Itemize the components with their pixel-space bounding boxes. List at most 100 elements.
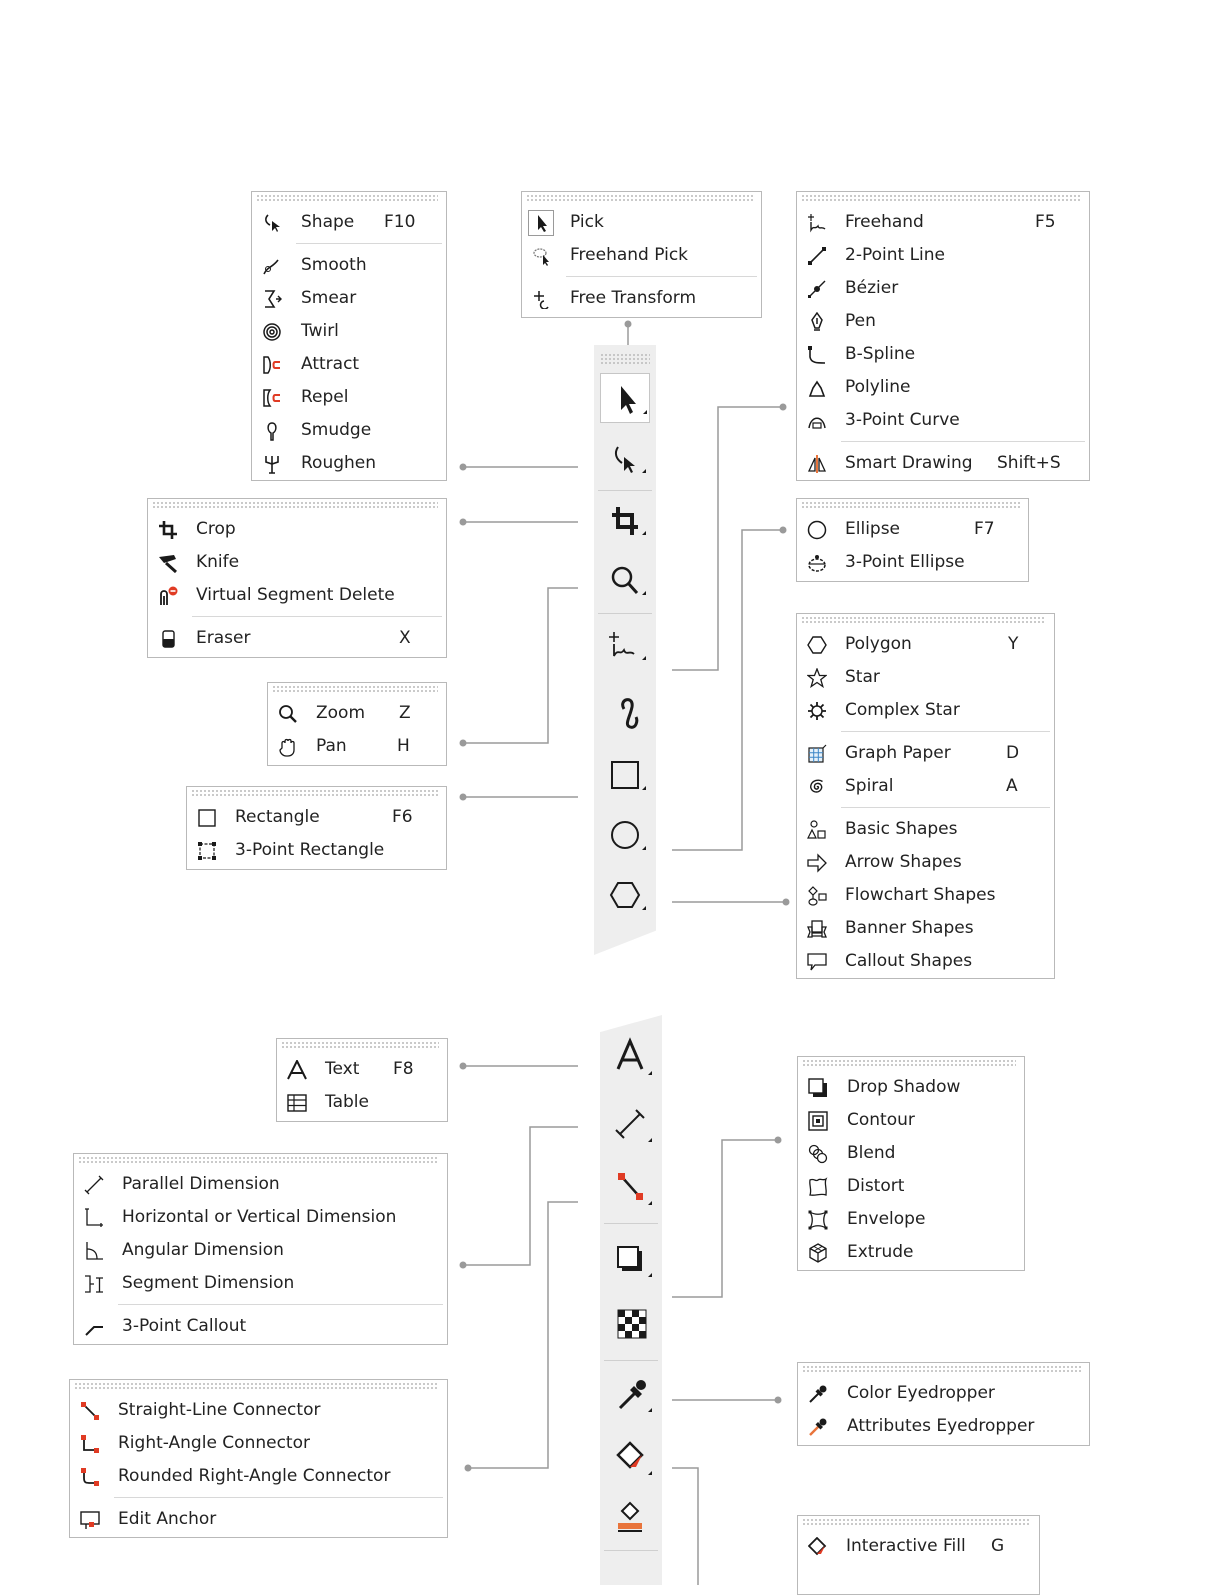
flyout-item-edit-anchor[interactable]: Edit Anchor: [70, 1504, 447, 1534]
freehand-tool-button[interactable]: [600, 620, 650, 670]
flyout-item-envelope[interactable]: Envelope: [798, 1204, 1024, 1234]
flyout-item-smudge[interactable]: Smudge: [252, 415, 446, 445]
eyedropper-tool-button[interactable]: [606, 1370, 656, 1420]
flyout-item-ellipse[interactable]: Ellipse F7: [797, 514, 1028, 544]
flyout-item-twirl[interactable]: Twirl: [252, 316, 446, 346]
shape-tool-button[interactable]: [600, 433, 650, 483]
freehand-icon: [609, 632, 646, 660]
flyout-item-basic-shapes[interactable]: Basic Shapes: [797, 814, 1054, 844]
flyout-item-complex-star[interactable]: Complex Star: [797, 695, 1054, 725]
flyout-item-3-point-callout[interactable]: 3-Point Callout: [74, 1311, 447, 1341]
flyout-item-right-angle-connector[interactable]: Right-Angle Connector: [70, 1428, 447, 1458]
polygon-tool-button[interactable]: [600, 870, 650, 920]
flyout-item-smear[interactable]: Smear: [252, 283, 446, 313]
crop-tool-button[interactable]: [600, 495, 650, 545]
flyout-item-3-point-rectangle[interactable]: 3-Point Rectangle: [187, 835, 446, 865]
flyout-item-label: Graph Paper: [845, 743, 951, 763]
flyout-item-drop-shadow[interactable]: Drop Shadow: [798, 1072, 1024, 1102]
pick-arrow-icon: [621, 386, 647, 414]
flyout-item-pan[interactable]: Pan H: [268, 731, 446, 761]
flyout-item-contour[interactable]: Contour: [798, 1105, 1024, 1135]
interactive-fill-tool-button[interactable]: [606, 1433, 656, 1483]
crop-icon: [612, 507, 646, 535]
drop-shadow-tool-button[interactable]: [606, 1235, 656, 1285]
flyout-item-flowchart-shapes[interactable]: Flowchart Shapes: [797, 880, 1054, 910]
flyout-item-crop[interactable]: Crop: [148, 514, 446, 544]
flyout-item-bezier[interactable]: Bézier: [797, 273, 1089, 303]
flyout-item-3-point-ellipse[interactable]: 3-Point Ellipse: [797, 547, 1028, 577]
interactive-fill-icon: [808, 1537, 827, 1556]
flyout-item-pen[interactable]: Pen: [797, 306, 1089, 336]
flyout-item-zoom[interactable]: Zoom Z: [268, 698, 446, 728]
eyedropper-tools-flyout: Color Eyedropper Attributes Eyedropper: [797, 1362, 1090, 1446]
flyout-item-distort[interactable]: Distort: [798, 1171, 1024, 1201]
polygon-icon: [807, 636, 827, 654]
shortcut-label: F10: [384, 212, 416, 232]
flyout-item-freehand[interactable]: Freehand F5: [797, 207, 1089, 237]
flyout-item-shape[interactable]: Shape F10: [252, 207, 446, 237]
flyout-item-spiral[interactable]: Spiral A: [797, 771, 1054, 801]
flyout-item-repel[interactable]: Repel: [252, 382, 446, 412]
angular-dimension-icon: [86, 1242, 103, 1260]
smart-fill-tool-button[interactable]: [606, 1493, 656, 1543]
flyout-item-eraser[interactable]: Eraser X: [148, 623, 446, 653]
horizontal-vertical-dimension-icon: [85, 1208, 103, 1227]
flyout-item-text[interactable]: Text F8: [277, 1054, 447, 1084]
ellipse-icon: [611, 821, 646, 850]
shape-tools-flyout: Shape F10 Smooth Smear Twirl Attract Rep…: [251, 191, 447, 481]
flyout-item-attributes-eyedropper[interactable]: Attributes Eyedropper: [798, 1411, 1089, 1441]
flyout-item-label: Parallel Dimension: [122, 1174, 280, 1194]
flyout-item-pick[interactable]: Pick: [522, 207, 761, 237]
flyout-item-rectangle[interactable]: Rectangle F6: [187, 802, 446, 832]
flyout-item-3-point-curve[interactable]: 3-Point Curve: [797, 405, 1089, 435]
flyout-item-straight-line-connector[interactable]: Straight-Line Connector: [70, 1395, 447, 1425]
two-point-line-icon: [808, 247, 826, 265]
flyout-item-b-spline[interactable]: B-Spline: [797, 339, 1089, 369]
flyout-item-label: Contour: [847, 1110, 915, 1130]
flyout-item-color-eyedropper[interactable]: Color Eyedropper: [798, 1378, 1089, 1408]
flyout-item-virtual-segment-delete[interactable]: Virtual Segment Delete: [148, 580, 446, 610]
pick-tool-button[interactable]: [600, 373, 650, 423]
flyout-item-smooth[interactable]: Smooth: [252, 250, 446, 280]
flyout-item-2-point-line[interactable]: 2-Point Line: [797, 240, 1089, 270]
rectangle-tool-button[interactable]: [600, 750, 650, 800]
dimension-tool-button[interactable]: [606, 1100, 656, 1150]
text-tool-button[interactable]: [606, 1031, 656, 1081]
flyout-item-graph-paper[interactable]: Graph Paper D: [797, 738, 1054, 768]
flyout-item-extrude[interactable]: Extrude: [798, 1237, 1024, 1267]
flyout-item-segment-dimension[interactable]: Segment Dimension: [74, 1268, 447, 1298]
flyout-item-banner-shapes[interactable]: Banner Shapes: [797, 913, 1054, 943]
flyout-item-label: 3-Point Rectangle: [235, 840, 385, 860]
flyout-item-horizontal-vertical-dimension[interactable]: Horizontal or Vertical Dimension: [74, 1202, 447, 1232]
flyout-item-polygon[interactable]: Polygon Y: [797, 629, 1054, 659]
flyout-item-parallel-dimension[interactable]: Parallel Dimension: [74, 1169, 447, 1199]
flyout-item-smart-drawing[interactable]: Smart Drawing Shift+S: [797, 448, 1089, 478]
flyout-item-free-transform[interactable]: Free Transform: [522, 283, 761, 313]
flyout-item-freehand-pick[interactable]: Freehand Pick: [522, 240, 761, 270]
ellipse-tool-button[interactable]: [600, 810, 650, 860]
toolbox-grip[interactable]: [600, 353, 650, 365]
flyout-item-rounded-right-angle-connector[interactable]: Rounded Right-Angle Connector: [70, 1461, 447, 1491]
zoom-tool-button[interactable]: [600, 555, 650, 605]
flyout-item-blend[interactable]: Blend: [798, 1138, 1024, 1168]
dimension-tools-flyout: Parallel Dimension Horizontal or Vertica…: [73, 1153, 448, 1345]
blend-icon: [808, 1144, 828, 1164]
rounded-right-angle-connector-icon: [81, 1468, 99, 1486]
flyout-item-label: Bézier: [845, 278, 899, 298]
transparency-tool-button[interactable]: [606, 1298, 656, 1348]
connector-tool-button[interactable]: [606, 1163, 656, 1213]
flyout-item-attract[interactable]: Attract: [252, 349, 446, 379]
flyout-item-label: Twirl: [301, 321, 339, 341]
flyout-item-knife[interactable]: Knife: [148, 547, 446, 577]
flyout-item-polyline[interactable]: Polyline: [797, 372, 1089, 402]
flyout-item-callout-shapes[interactable]: Callout Shapes: [797, 946, 1054, 976]
flyout-item-roughen[interactable]: Roughen: [252, 448, 446, 478]
freehand-pick-icon: [533, 248, 549, 266]
polyline-icon: [808, 380, 826, 397]
artistic-media-tool-button[interactable]: [600, 685, 650, 735]
flyout-item-interactive-fill[interactable]: Interactive Fill G: [798, 1531, 1039, 1561]
flyout-item-angular-dimension[interactable]: Angular Dimension: [74, 1235, 447, 1265]
flyout-item-arrow-shapes[interactable]: Arrow Shapes: [797, 847, 1054, 877]
flyout-item-table[interactable]: Table: [277, 1087, 447, 1117]
flyout-item-star[interactable]: Star: [797, 662, 1054, 692]
